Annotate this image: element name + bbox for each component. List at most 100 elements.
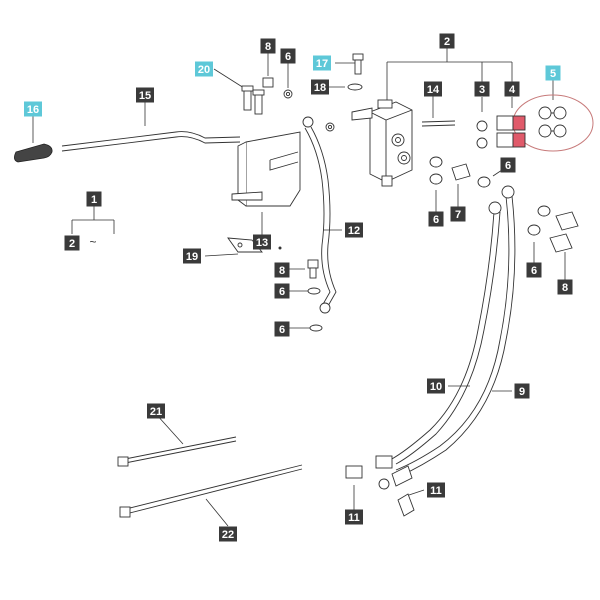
callout-label: 6 — [433, 214, 439, 226]
control-valve — [351, 99, 413, 187]
callout-label: 15 — [139, 90, 151, 102]
callout-box — [557, 279, 573, 295]
callout-10: 10 — [427, 378, 445, 394]
callout-box — [526, 262, 542, 278]
callout-box — [274, 283, 290, 299]
callout-box — [280, 48, 296, 64]
callout-label: 19 — [186, 251, 198, 263]
callout-13: 13 — [253, 234, 271, 250]
callout-8: 8 — [557, 279, 573, 295]
callout-2: 2 — [439, 33, 455, 49]
callout-label: 8 — [265, 41, 271, 53]
callout-box — [274, 321, 290, 337]
callout-11: 11 — [427, 482, 445, 498]
callout-label: 9 — [519, 386, 525, 398]
callout-label: 6 — [505, 160, 511, 172]
callout-box — [345, 509, 363, 525]
callout-label: 20 — [198, 64, 210, 76]
callout-6: 6 — [274, 283, 290, 299]
callout-16: 16 — [24, 101, 42, 117]
callout-label: 2 — [69, 238, 75, 250]
callout-18: 18 — [311, 79, 329, 95]
callout-8: 8 — [274, 262, 290, 278]
callout-label: 11 — [348, 512, 360, 524]
callout-14: 14 — [424, 81, 442, 97]
lever-rod — [61, 131, 241, 152]
callout-box — [514, 383, 530, 399]
callout-box — [183, 248, 201, 264]
cable-ties — [117, 436, 303, 518]
callout-label: 13 — [256, 237, 268, 249]
callout-label: 11 — [430, 485, 442, 497]
callout-6: 6 — [526, 262, 542, 278]
callout-label: 8 — [279, 265, 285, 277]
callout-label: 21 — [150, 406, 162, 418]
callout-5: 5 — [545, 65, 561, 81]
callout-label: 6 — [531, 265, 537, 277]
callout-box — [474, 81, 490, 97]
callout-box — [195, 61, 213, 77]
callout-22: 22 — [219, 526, 237, 542]
callout-box — [500, 157, 516, 173]
callout-label: 6 — [279, 324, 285, 336]
callout-label: 5 — [550, 68, 556, 80]
callout-label: 6 — [285, 51, 291, 63]
callout-label: 18 — [314, 82, 326, 94]
callout-box — [219, 526, 237, 542]
callout-box — [86, 191, 102, 207]
mounting-bracket — [231, 131, 301, 207]
callout-label: 22 — [222, 529, 234, 541]
quick-couplers — [476, 115, 526, 149]
callout-box — [24, 101, 42, 117]
callout-box — [64, 235, 80, 251]
callout-2: 2 — [64, 235, 80, 251]
callout-box — [345, 222, 363, 238]
callout-label: 7 — [455, 209, 461, 221]
callout-21: 21 — [147, 403, 165, 419]
leader-lines — [32, 48, 566, 527]
callout-box — [427, 482, 445, 498]
washers-right — [429, 156, 579, 253]
callout-label: 12 — [348, 225, 360, 237]
callout-box — [253, 234, 271, 250]
hoses — [389, 185, 516, 477]
callout-label: 14 — [427, 84, 440, 96]
callout-12: 12 — [345, 222, 363, 238]
callout-box — [424, 81, 442, 97]
spacer-18 — [347, 83, 363, 91]
callout-box — [311, 79, 329, 95]
callout-6: 6 — [500, 157, 516, 173]
callout-box — [274, 262, 290, 278]
callout-label: 8 — [562, 282, 568, 294]
nut-top — [262, 77, 293, 99]
callout-7: 7 — [450, 206, 466, 222]
callout-box — [313, 55, 331, 71]
callout-6: 6 — [428, 211, 444, 227]
callout-box — [450, 206, 466, 222]
callout-label: 3 — [479, 84, 485, 96]
callout-15: 15 — [136, 87, 154, 103]
callout-box — [260, 38, 276, 54]
callout-19: 19 — [183, 248, 201, 264]
callout-box — [427, 378, 445, 394]
range-separator: ~ — [89, 235, 96, 249]
callout-6: 6 — [280, 48, 296, 64]
callout-label: 16 — [27, 104, 39, 116]
fittings-middle — [307, 259, 323, 332]
callout-box — [136, 87, 154, 103]
dot-marker — [278, 246, 282, 250]
rod-14 — [421, 120, 456, 127]
callout-box — [439, 33, 455, 49]
callout-9: 9 — [514, 383, 530, 399]
callout-label: 17 — [316, 58, 328, 70]
callout-8: 8 — [260, 38, 276, 54]
callout-11: 11 — [345, 509, 363, 525]
callout-6: 6 — [274, 321, 290, 337]
bolts-20 — [241, 85, 265, 115]
callout-3: 3 — [474, 81, 490, 97]
callout-1: 1 — [86, 191, 102, 207]
bolt-17 — [352, 53, 364, 75]
callout-label: 2 — [444, 36, 450, 48]
callout-label: 10 — [430, 381, 442, 393]
